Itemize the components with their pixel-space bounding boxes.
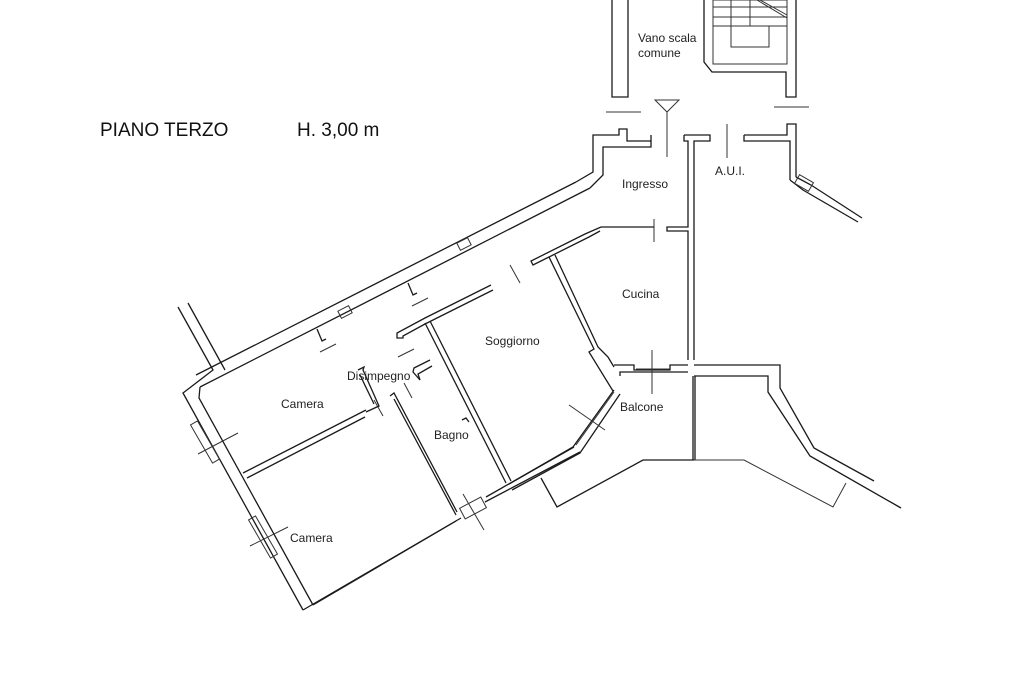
room-label-soggiorno: Soggiorno: [485, 334, 540, 348]
floor-title: PIANO TERZO: [100, 120, 229, 141]
room-label-aui: A.U.I.: [715, 164, 746, 178]
height-label: H. 3,00 m: [297, 120, 380, 141]
north-west-wall: [195, 181, 591, 388]
room-label-bagno: Bagno: [434, 428, 469, 442]
room-label-vano-scala-line1: Vano scala: [638, 31, 697, 45]
room-label-balcone: Balcone: [620, 400, 664, 414]
room-label-camera-2: Camera: [290, 531, 333, 545]
room-label-camera-1: Camera: [281, 397, 324, 411]
room-label-cucina: Cucina: [622, 287, 660, 301]
room-label-disimpegno: Disimpegno: [347, 369, 411, 383]
bedroom-walls: [189, 409, 367, 559]
west-wall: [177, 302, 314, 611]
interior-walls: [319, 284, 512, 516]
entrance-walls: [575, 123, 863, 360]
room-label-vano-scala-line2: comune: [638, 46, 681, 60]
balcony-walls: [508, 364, 902, 509]
south-wall: [302, 446, 581, 611]
kitchen-walls: [509, 226, 688, 394]
room-label-ingresso: Ingresso: [622, 177, 669, 191]
entrance-marker: [606, 99, 809, 157]
staircase: [611, 0, 797, 98]
